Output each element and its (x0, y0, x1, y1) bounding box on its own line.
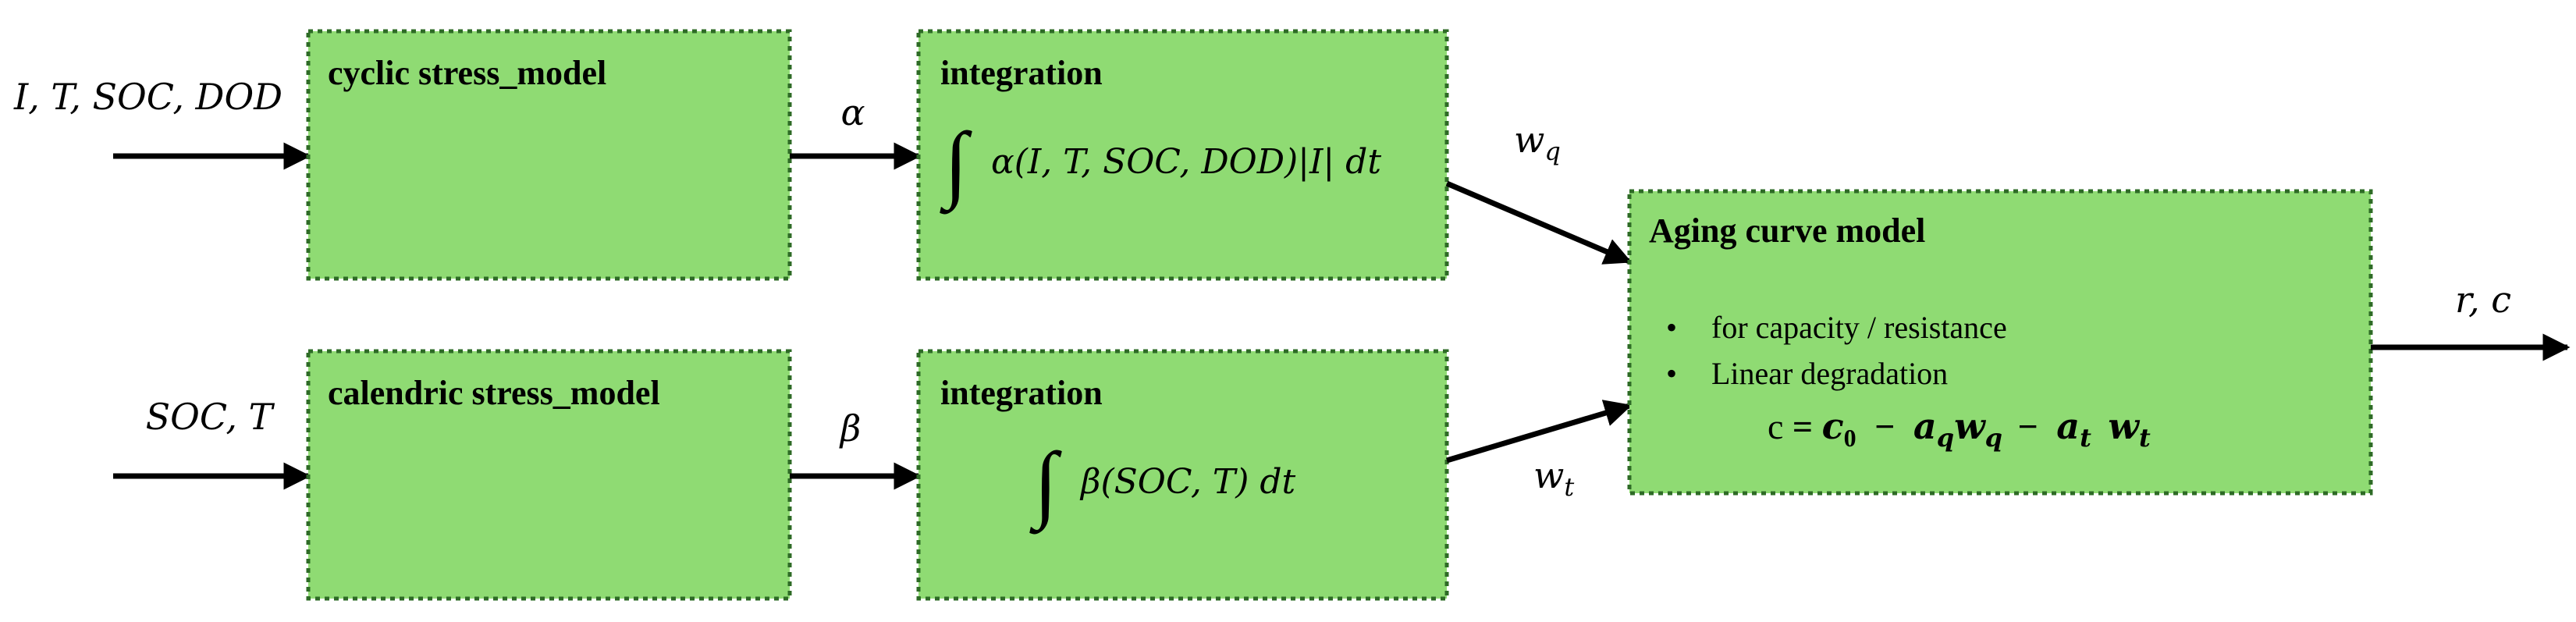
cyclic-input-label: I, T, SOC, DOD (13, 76, 282, 118)
formula-at: a (2056, 405, 2080, 447)
integrand-calendric: β(SOC, T) dt (1079, 462, 1296, 502)
aging-bullet-1: for capacity / resistance (1711, 310, 2007, 345)
integration-cyclic-title: integration (940, 54, 1103, 92)
aging-bullet-2: Linear degradation (1711, 356, 1948, 391)
wq-label: wq (1514, 119, 1561, 166)
wt-label: wt (1533, 454, 1574, 502)
bullet-marker-2: • (1666, 356, 1677, 391)
wq-arrow (1445, 180, 1633, 265)
formula-c0: c (1822, 405, 1844, 447)
formula-wq-sub: q (1985, 423, 2002, 453)
aging-curve-model-title: Aging curve model (1649, 211, 1925, 250)
wq-label-sub: q (1544, 137, 1560, 166)
wq-label-main: w (1514, 119, 1544, 161)
degradation-formula: c = c0 − aqwq − at wt (1768, 405, 2151, 454)
integration-calendric-title: integration (940, 374, 1103, 412)
formula-lhs: c (1768, 407, 1783, 446)
integral-sign-calendric: ∫ (1029, 435, 1062, 535)
wt-arrow (1445, 400, 1633, 464)
cyclic-stress-model-box: cyclic stress_model (306, 29, 792, 281)
calendric-stress-model-title: calendric stress_model (328, 374, 660, 412)
formula-c0-sub: 0 (1844, 424, 1856, 452)
integration-cyclic-box: integration ∫ α(I, T, SOC, DOD)|I| dt (916, 29, 1449, 281)
beta-label: β (839, 407, 862, 450)
integrand-cyclic: α(I, T, SOC, DOD)|I| dt (991, 142, 1381, 182)
formula-aq: a (1913, 405, 1937, 447)
integration-calendric-box: integration ∫ β(SOC, T) dt (916, 349, 1449, 601)
formula-minus-1: − (1874, 407, 1895, 446)
integral-sign-cyclic: ∫ (940, 115, 972, 215)
calendric-stress-model-box: calendric stress_model (306, 349, 792, 601)
formula-equals: = (1793, 407, 1813, 446)
bullet-marker-1: • (1666, 310, 1677, 345)
wt-label-main: w (1533, 454, 1564, 496)
calendric-input-label: SOC, T (146, 396, 275, 438)
cyclic-stress-model-title: cyclic stress_model (328, 54, 606, 92)
formula-minus-2: − (2018, 407, 2038, 446)
formula-wq: w (1954, 405, 1986, 447)
wt-label-sub: t (1564, 472, 1574, 502)
alpha-label: α (840, 91, 865, 133)
formula-at-sub: t (2080, 423, 2091, 453)
formula-aq-sub: q (1937, 423, 1954, 453)
formula-wt-sub: t (2139, 423, 2151, 453)
aging-curve-model-box: Aging curve model • for capacity / resis… (1627, 189, 2373, 496)
output-label: r, c (2455, 279, 2511, 321)
formula-wt: w (2108, 405, 2140, 447)
